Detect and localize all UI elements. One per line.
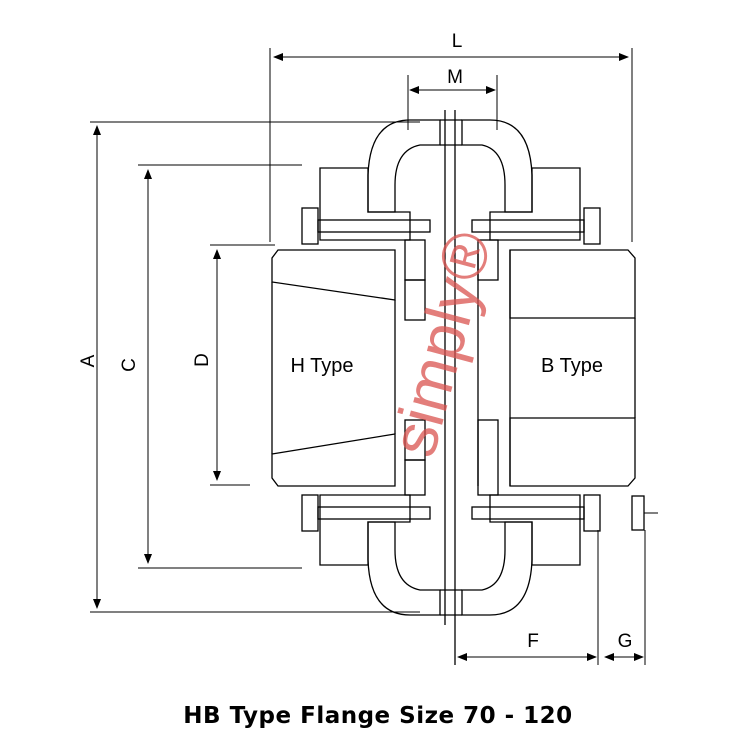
h-type-label: H Type (291, 355, 354, 377)
dim-label-a: A (78, 354, 99, 367)
dim-label-c: C (119, 358, 140, 372)
dimension-arrows (93, 53, 644, 661)
dim-label-f: F (527, 631, 539, 652)
watermark-logo: simply® (377, 224, 506, 463)
dim-label-l: L (452, 31, 463, 52)
extension-lines (90, 48, 658, 665)
dim-label-d: D (192, 353, 213, 367)
dim-label-g: G (618, 631, 633, 652)
rubber-tire (367, 119, 533, 616)
b-type-label: B Type (541, 355, 603, 377)
h-type-hub (271, 249, 396, 487)
bolts (301, 207, 645, 532)
diagram-title: HB Type Flange Size 70 - 120 (183, 703, 572, 729)
inner-plates (404, 239, 499, 496)
dim-label-m: M (447, 67, 463, 88)
clamp-rings (319, 167, 581, 566)
b-type-hub (477, 249, 636, 487)
